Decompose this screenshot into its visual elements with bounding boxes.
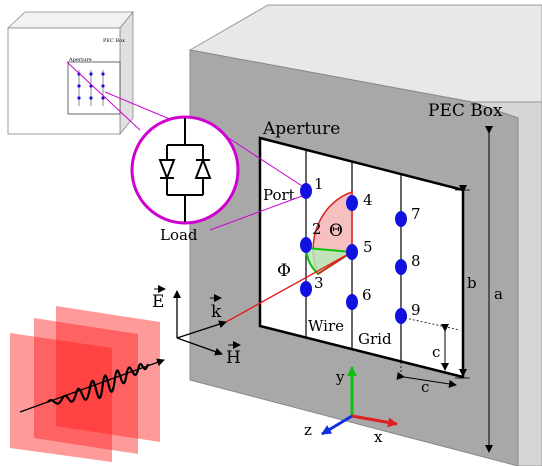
- port-label-8: 8: [411, 252, 421, 270]
- port-6: [346, 294, 358, 310]
- z-axis-label: z: [304, 421, 312, 439]
- thumbnail-port: [89, 72, 93, 76]
- port-label-9: 9: [411, 301, 421, 319]
- thumbnail-port: [77, 84, 81, 88]
- h-field-label: H: [226, 348, 241, 368]
- load-callout-circle: [130, 115, 240, 225]
- port-4: [346, 195, 358, 211]
- thumbnail-side: [119, 10, 134, 136]
- c-label-horizontal: c: [421, 378, 429, 396]
- k-vector-arrow: [176, 320, 227, 339]
- thumbnail-port: [89, 96, 93, 100]
- port-label-6: 6: [362, 286, 372, 304]
- k-vector-label: k: [211, 302, 222, 322]
- grid-label: Grid: [358, 330, 392, 348]
- thumbnail-top: [6, 11, 134, 29]
- port-1: [300, 183, 312, 199]
- c-label-vertical: c: [432, 343, 440, 361]
- port-label-5: 5: [363, 238, 373, 256]
- coordinate-axes: y x z: [304, 366, 398, 446]
- pec-box-label: PEC Box: [428, 101, 503, 121]
- z-axis-arrow: [321, 414, 353, 436]
- callout-line-port-top: [226, 136, 303, 187]
- port-3: [300, 281, 312, 297]
- aperture-label: Aperture: [262, 119, 340, 139]
- port-label-4: 4: [363, 191, 373, 209]
- wave-packet: [47, 363, 150, 405]
- phi-label: Φ: [277, 261, 291, 281]
- wave-plane-back: [56, 306, 160, 442]
- port-8: [395, 259, 407, 275]
- b-label: b: [467, 274, 477, 292]
- port-label-1: 1: [314, 175, 324, 193]
- callout-line-port-bottom: [209, 195, 303, 231]
- diode-left-icon: [158, 159, 176, 181]
- thumbnail-port: [101, 96, 105, 100]
- field-vectors: E H k: [152, 285, 241, 368]
- theta-label: Θ: [329, 221, 343, 241]
- e-field-label: E: [152, 292, 164, 312]
- port-label: Port: [263, 186, 295, 204]
- port-label-7: 7: [411, 205, 421, 223]
- thumbnail-port: [101, 84, 105, 88]
- x-axis-arrow: [351, 414, 398, 428]
- port-7: [395, 211, 407, 227]
- port-2: [300, 237, 312, 253]
- thumbnail-port: [77, 72, 81, 76]
- port-9: [395, 308, 407, 324]
- a-label: a: [494, 285, 503, 303]
- x-axis-label: x: [374, 428, 383, 446]
- wave-plane-mid: [34, 318, 138, 454]
- thumbnail-port: [77, 96, 81, 100]
- c-dim-horizontal: [396, 371, 457, 388]
- port-label-3: 3: [314, 274, 324, 292]
- wire-label: Wire: [308, 317, 344, 335]
- thumbnail-box: PEC Box Aperture: [6, 10, 134, 136]
- wave-axis-line: [19, 358, 165, 413]
- port-5: [346, 244, 358, 260]
- port-label-2: 2: [312, 220, 322, 238]
- ports: [300, 183, 407, 324]
- incident-wave: [10, 306, 165, 462]
- thumbnail-aperture-label: Aperture: [68, 57, 92, 63]
- load-callout: [130, 115, 240, 225]
- thumbnail-port: [101, 72, 105, 76]
- thumbnail-pec-box-label: PEC Box: [103, 38, 125, 44]
- y-axis-label: y: [335, 368, 345, 386]
- incident-direction-line: [225, 251, 353, 323]
- load-label: Load: [160, 226, 198, 244]
- theta-ref-line: [317, 251, 353, 275]
- aperture-opening: [258, 136, 465, 379]
- callout-line-thumb-top: [66, 61, 141, 131]
- c-dashed-horizontal: [404, 317, 461, 331]
- h-field-arrow: [176, 337, 223, 356]
